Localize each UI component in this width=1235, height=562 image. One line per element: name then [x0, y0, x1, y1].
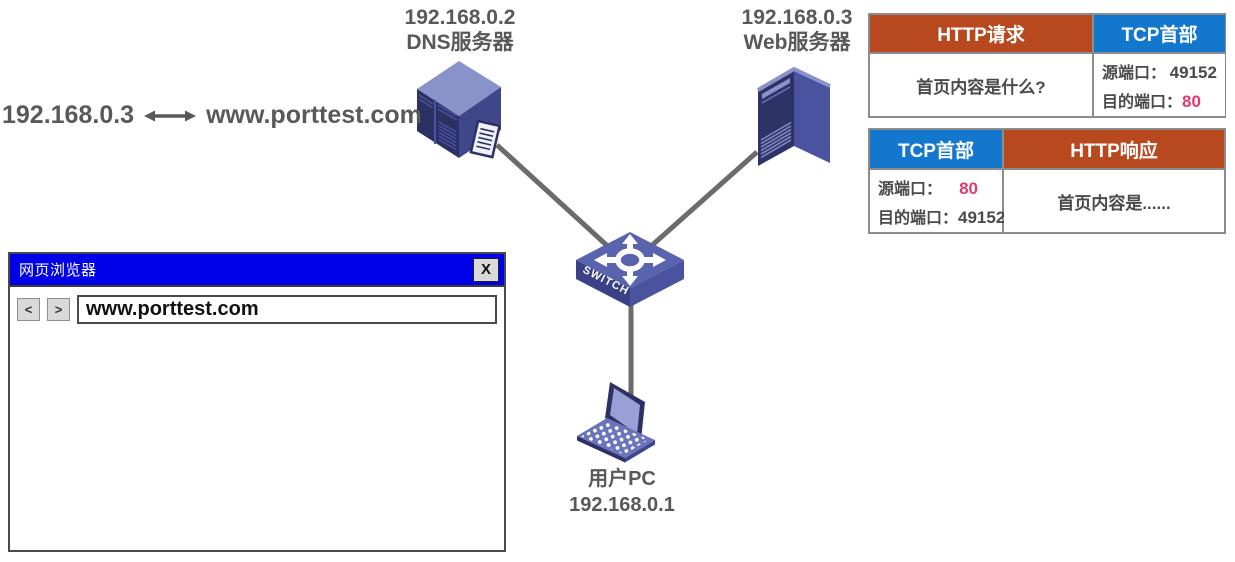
dns-server-ip: 192.168.0.2 — [404, 6, 516, 29]
dest-port-value: 80 — [1182, 91, 1201, 111]
http-request-payload: 首页内容是什么? — [870, 54, 1094, 116]
switch-icon: SWITCH — [576, 232, 684, 307]
web-server-ip: 192.168.0.3 — [741, 6, 853, 29]
back-button[interactable]: < — [17, 298, 40, 321]
dest-port-value: 49152 — [958, 207, 1006, 227]
mapping-domain: www.porttest.com — [206, 101, 422, 129]
dns-server-icon — [417, 61, 502, 159]
user-pc-ip: 192.168.0.1 — [569, 494, 675, 516]
source-port-row: 源端口： 80 — [878, 175, 994, 199]
http-request-packet-table: HTTP请求 TCP首部 首页内容是什么? 源端口： 49152 目的端口： 8… — [868, 13, 1226, 118]
http-response-header-cell: HTTP响应 — [1004, 130, 1224, 170]
dns-mapping-caption: 192.168.0.3 www.porttest.com — [2, 101, 422, 130]
tcp-ports-cell: 源端口： 49152 目的端口： 80 — [1094, 54, 1225, 116]
source-port-label: 源端口： — [878, 180, 943, 198]
source-port-value: 80 — [959, 178, 978, 198]
dns-server-label: 192.168.0.2 DNS服务器 — [380, 5, 540, 55]
link-dns-switch — [495, 143, 615, 253]
link-web-switch — [647, 150, 759, 250]
source-port-label: 源端口： — [1102, 64, 1167, 82]
address-input[interactable] — [77, 295, 497, 324]
dest-port-label: 目的端口： — [878, 209, 959, 227]
tcp-header-cell: TCP首部 — [1094, 15, 1225, 54]
user-pc-label: 用户PC 192.168.0.1 — [540, 466, 704, 518]
user-pc-name: 用户PC — [588, 468, 656, 490]
switch-arrows-icon — [594, 234, 666, 286]
close-button[interactable]: X — [473, 257, 499, 282]
forward-button[interactable]: > — [47, 298, 70, 321]
bidirectional-arrow-icon — [144, 110, 197, 121]
dest-port-row: 目的端口： 49152 — [878, 204, 1005, 228]
web-server-icon — [756, 66, 831, 166]
browser-toolbar: < > — [10, 287, 504, 324]
user-pc-icon — [577, 382, 655, 463]
browser-title: 网页浏览器 — [19, 262, 97, 279]
dest-port-row: 目的端口： 80 — [1102, 88, 1217, 112]
http-response-payload: 首页内容是...... — [1004, 170, 1224, 232]
laptop-keyboard — [581, 421, 649, 455]
dns-server-name: DNS服务器 — [406, 31, 514, 54]
browser-titlebar: 网页浏览器 X — [10, 254, 504, 287]
web-server-label: 192.168.0.3 Web服务器 — [716, 5, 878, 55]
tcp-ports-cell: 源端口： 80 目的端口： 49152 — [870, 170, 1005, 232]
mapping-ip: 192.168.0.3 — [2, 101, 135, 129]
source-port-row: 源端口： 49152 — [1102, 59, 1217, 83]
browser-window: 网页浏览器 X < > — [8, 252, 506, 552]
web-server-name: Web服务器 — [743, 31, 851, 54]
dest-port-label: 目的端口： — [1102, 93, 1183, 111]
http-request-header-cell: HTTP请求 — [870, 15, 1094, 54]
source-port-value: 49152 — [1169, 62, 1217, 82]
tcp-header-cell: TCP首部 — [870, 130, 1004, 170]
dns-record-document-icon — [469, 119, 502, 159]
http-response-packet-table: TCP首部 HTTP响应 源端口： 80 目的端口： 49152 首页内容是..… — [868, 128, 1226, 234]
